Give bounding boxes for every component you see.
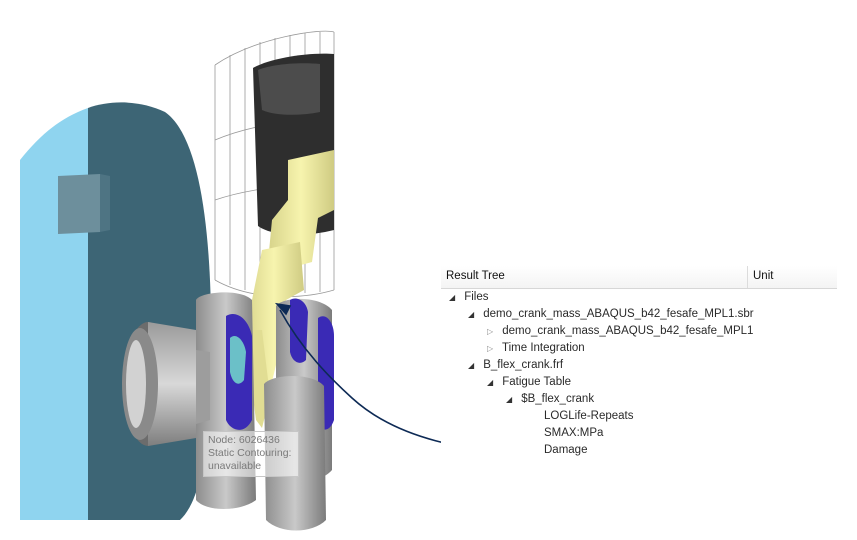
tree-item-label: Time Integration	[502, 342, 585, 354]
tree-item-frf-file[interactable]: ◢ B_flex_crank.frf	[468, 357, 563, 374]
result-tree-header: Result Tree Unit	[441, 266, 837, 289]
column-separator[interactable]	[747, 266, 748, 288]
expanded-triangle-icon[interactable]: ◢	[487, 378, 494, 387]
tree-item-label: Fatigue Table	[502, 376, 572, 388]
tree-item-label: LOGLife-Repeats	[544, 410, 634, 422]
tree-item-files[interactable]: ◢ Files	[449, 289, 488, 306]
tree-item-loglife-repeats[interactable]: LOGLife-Repeats	[544, 408, 634, 425]
expanded-triangle-icon[interactable]: ◢	[468, 310, 475, 319]
tree-item-label: SMAX:MPa	[544, 427, 604, 439]
tree-item-smax[interactable]: SMAX:MPa	[544, 425, 603, 442]
result-tree-panel: Result Tree Unit ◢ Files ◢ demo_crank_ma…	[441, 266, 837, 466]
tooltip-node-label: Node: 6026436	[208, 434, 280, 446]
expanded-triangle-icon[interactable]: ◢	[506, 395, 513, 404]
node-tooltip: Node: 6026436 Static Contouring: unavail…	[203, 431, 299, 477]
tooltip-static-label: Static Contouring:	[208, 447, 292, 459]
tree-item-sbr-file[interactable]: ◢ demo_crank_mass_ABAQUS_b42_fesafe_MPL1…	[468, 306, 754, 323]
tree-item-label: demo_crank_mass_ABAQUS_b42_fesafe_MPL1.s…	[483, 308, 754, 320]
crankshaft-journal	[122, 322, 210, 446]
column-header-result-tree[interactable]: Result Tree	[446, 270, 505, 282]
tree-item-label: B_flex_crank.frf	[483, 359, 564, 371]
flywheel	[20, 102, 212, 520]
tree-item-b-flex-crank[interactable]: ◢ $B_flex_crank	[506, 391, 594, 408]
tree-item-label: Damage	[544, 444, 588, 456]
tree-item-label: demo_crank_mass_ABAQUS_b42_fesafe_MPL1	[502, 325, 754, 337]
collapsed-triangle-icon[interactable]: ▷	[487, 327, 494, 336]
expanded-triangle-icon[interactable]: ◢	[449, 293, 456, 302]
tree-item-label: Files	[464, 291, 489, 303]
column-header-unit[interactable]: Unit	[753, 270, 774, 282]
tree-item-fatigue-table[interactable]: ◢ Fatigue Table	[487, 374, 571, 391]
tree-item-model-dataset[interactable]: ▷ demo_crank_mass_ABAQUS_b42_fesafe_MPL1	[487, 323, 753, 340]
expanded-triangle-icon[interactable]: ◢	[468, 361, 475, 370]
tooltip-status-label: unavailable	[208, 460, 262, 472]
collapsed-triangle-icon[interactable]: ▷	[487, 344, 494, 353]
tree-item-damage[interactable]: Damage	[544, 442, 587, 459]
connecting-rod	[244, 150, 334, 428]
tree-item-time-integration[interactable]: ▷ Time Integration	[487, 340, 585, 357]
tree-item-label: $B_flex_crank	[521, 393, 595, 405]
